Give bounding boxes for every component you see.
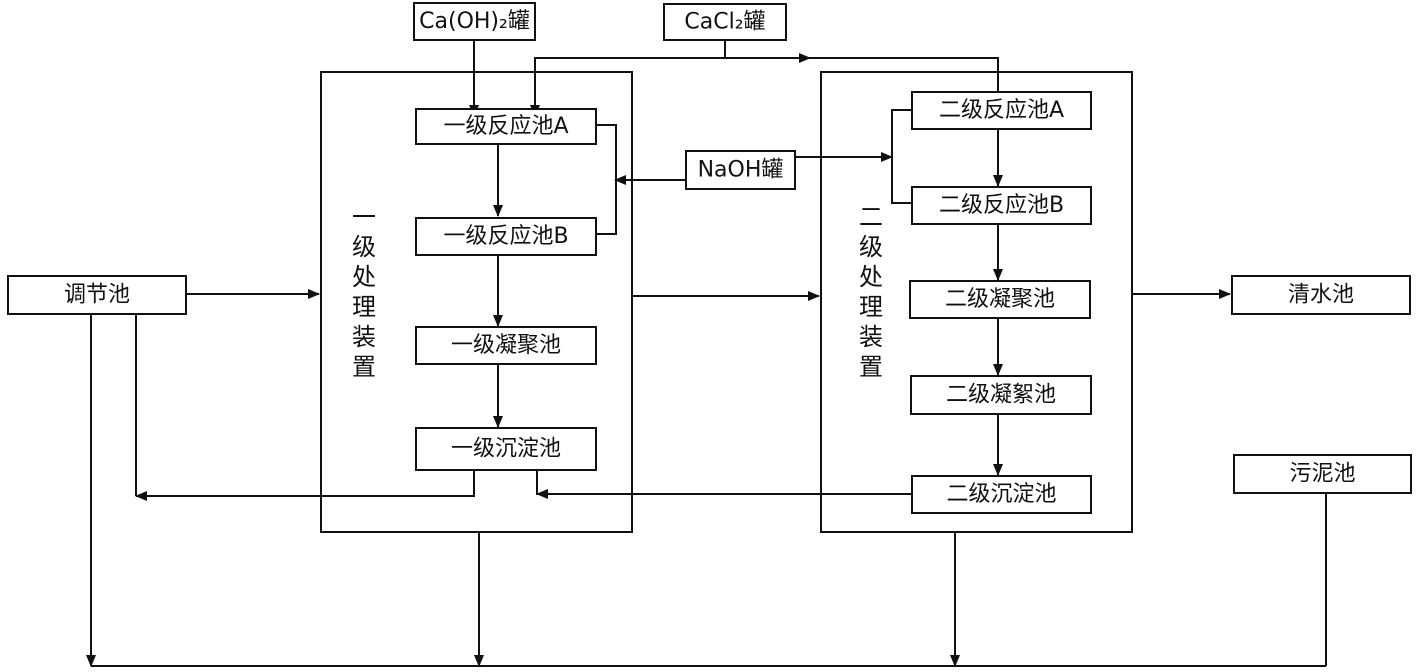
flow-lines: [86, 40, 1327, 667]
p2-reaction-b-label: 二级反应池B: [939, 193, 1064, 218]
p2-reaction-b: 二级反应池B: [911, 186, 1092, 225]
p2-reaction-a-label: 二级反应池A: [939, 98, 1064, 123]
p1-reaction-b-label: 一级反应池B: [443, 224, 568, 249]
p2-coagulation: 二级凝聚池: [909, 280, 1091, 319]
p1-sedimentation-label: 一级沉淀池: [451, 437, 561, 462]
p1-reaction-a-label: 一级反应池A: [443, 114, 568, 139]
naoh-tank: NaOH罐: [685, 150, 796, 190]
sludge-pool: 污泥池: [1233, 454, 1412, 494]
flow-cacl2-to-p1-reaction-a: [530, 57, 725, 117]
flow-p2-sed-return: [536, 470, 912, 495]
p1-sedimentation: 一级沉淀池: [415, 427, 597, 471]
p2-coagulation-label: 二级凝聚池: [945, 287, 1055, 312]
flow-cacl2-to-p2-reaction-a-drop: [810, 57, 999, 92]
p2-flocculation: 二级凝絮池: [910, 375, 1092, 415]
cacl2-tank: CaCl₂罐: [663, 3, 787, 41]
flow-naoh-primary-bracket: [596, 124, 617, 235]
p1-reaction-b: 一级反应池B: [415, 217, 597, 256]
regulating-pool-label: 调节池: [64, 283, 130, 308]
p1-coagulation-label: 一级凝聚池: [451, 333, 561, 358]
p2-sedimentation: 二级沉淀池: [911, 475, 1092, 514]
p2-sedimentation-label: 二级沉淀池: [946, 482, 1056, 507]
secondary-treatment-unit-frame: [820, 71, 1133, 533]
caoh2-tank: Ca(OH)₂罐: [413, 2, 536, 41]
flow-p1-sed-return: [135, 470, 475, 501]
primary-unit-label: 一级处理装置: [352, 203, 376, 381]
p1-reaction-a: 一级反应池A: [415, 108, 597, 145]
secondary-unit-label: 二级处理装置: [859, 203, 883, 381]
primary-treatment-unit-frame: [320, 71, 633, 533]
caoh2-tank-label: Ca(OH)₂罐: [419, 9, 530, 34]
regulating-pool: 调节池: [7, 275, 187, 315]
cacl2-tank-label: CaCl₂罐: [684, 10, 765, 35]
flow-naoh-secondary-bracket: [891, 109, 912, 204]
p2-flocculation-label: 二级凝絮池: [946, 383, 1056, 408]
sludge-pool-label: 污泥池: [1289, 462, 1355, 487]
clear-water-pool-label: 清水池: [1288, 283, 1354, 308]
p1-coagulation: 一级凝聚池: [415, 326, 597, 365]
p2-reaction-a: 二级反应池A: [911, 91, 1092, 130]
naoh-tank-label: NaOH罐: [698, 158, 784, 183]
clear-water-pool: 清水池: [1231, 275, 1411, 315]
